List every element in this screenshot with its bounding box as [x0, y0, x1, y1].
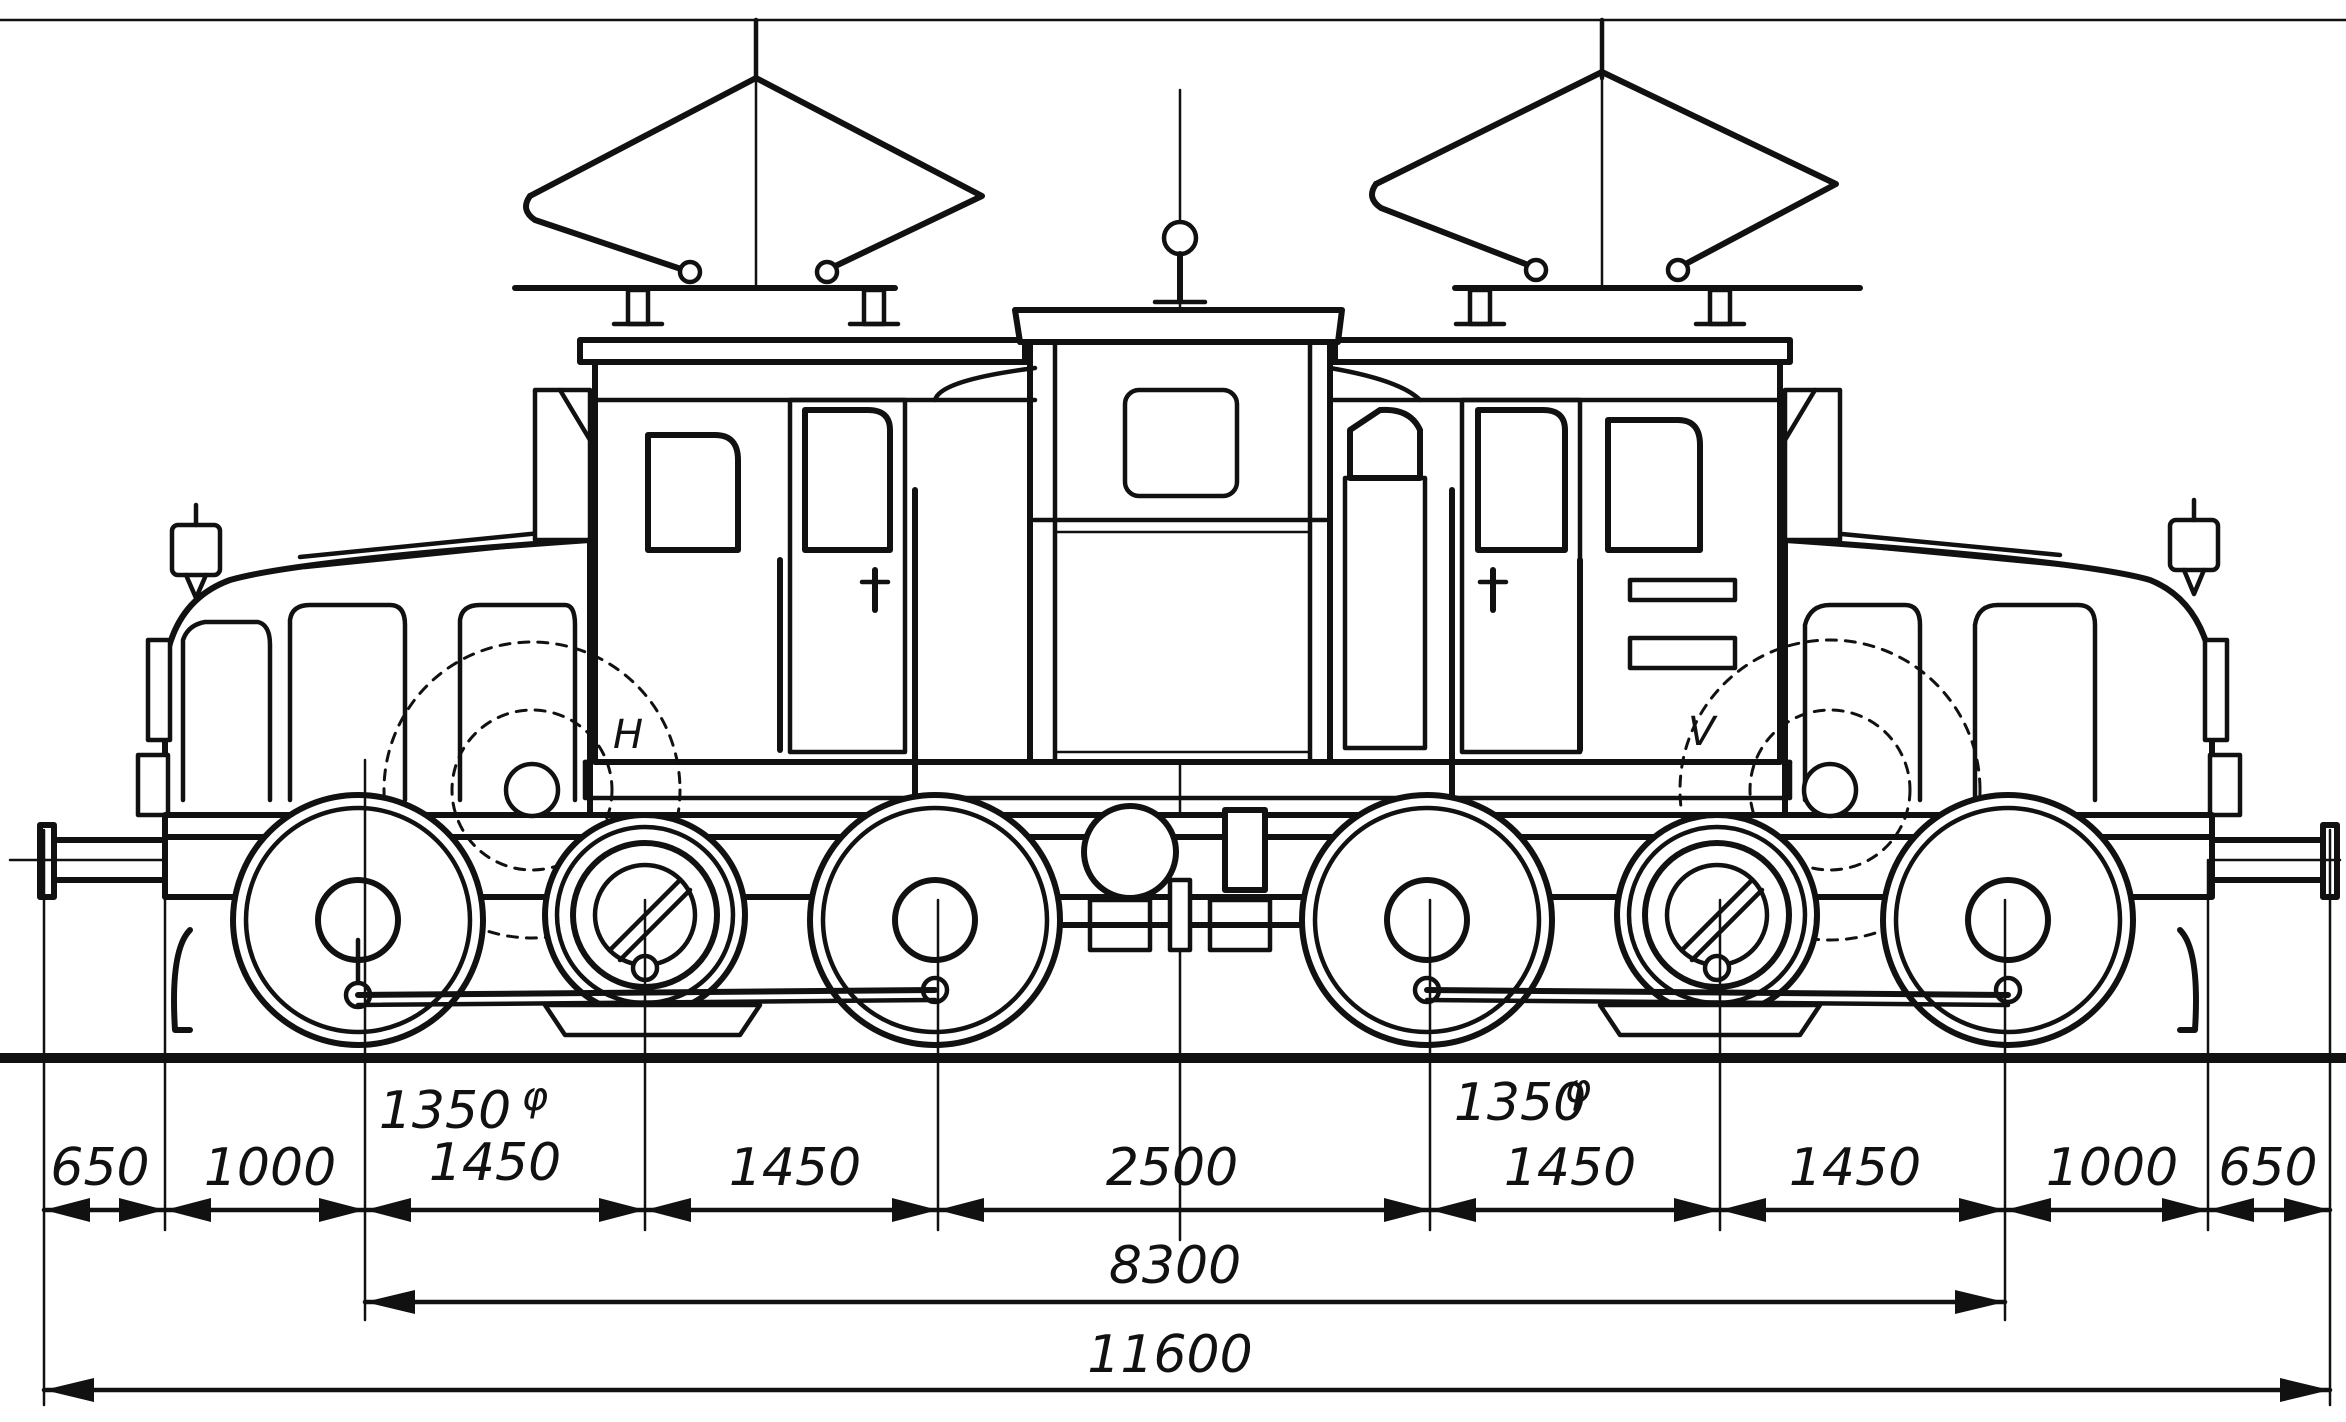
- headlamp-left: [169, 502, 223, 601]
- dim-segment-6: 1450: [1504, 1138, 1636, 1198]
- pantograph-right: [1369, 17, 1863, 327]
- dim-segment-3: 1450: [429, 1133, 561, 1193]
- dimension-line-wheelbase: [362, 1290, 2008, 1314]
- wheel-diameter-rear: 1350: [379, 1081, 511, 1141]
- dim-segment-9: 650: [2218, 1138, 2317, 1198]
- dimension-line-segments: [41, 1198, 2333, 1222]
- roof-horn: [1152, 219, 1208, 305]
- wheel-diameter-front: 1350: [1454, 1073, 1586, 1133]
- dim-segment-5: 2500: [1106, 1138, 1238, 1198]
- bonnet-right: [1782, 387, 2243, 818]
- dim-segment-8: 1000: [2046, 1138, 2178, 1198]
- central-cab: [577, 307, 1793, 765]
- buffer-left: [8, 822, 168, 900]
- gear-circle-left: [382, 640, 682, 940]
- label-v: V: [1688, 709, 1718, 755]
- wheel-4: [1299, 792, 1555, 1048]
- pantograph-left: [512, 17, 985, 327]
- dimension-line-overall: [41, 1378, 2333, 1402]
- dim-segment-4: 1450: [729, 1138, 861, 1198]
- gear-circle-right: [1678, 638, 1982, 942]
- dim-segment-7: 1450: [1789, 1138, 1921, 1198]
- buffer-right: [2209, 822, 2342, 900]
- bonnet-left: [135, 387, 593, 818]
- wheel-6: [1880, 792, 2136, 1048]
- dim-segment-1: 650: [50, 1138, 149, 1198]
- coupling-rods: [355, 987, 2011, 1008]
- diameter-symbol-rear: φ: [522, 1074, 548, 1120]
- diameter-symbol-front: φ: [1565, 1066, 1591, 1112]
- label-h: H: [613, 712, 643, 758]
- dim-overall-length: 11600: [1087, 1325, 1252, 1385]
- dim-segment-2: 1000: [204, 1138, 336, 1198]
- wheel-1: [230, 792, 486, 1048]
- extension-lines: [42, 758, 2332, 1407]
- headlamp-right: [2167, 497, 2221, 597]
- suspension: [171, 927, 2199, 1038]
- wheel-5: [1614, 812, 1820, 1018]
- wheel-3: [807, 792, 1063, 1048]
- dim-wheelbase: 8300: [1109, 1236, 1241, 1296]
- center-equipment: [1057, 803, 1303, 953]
